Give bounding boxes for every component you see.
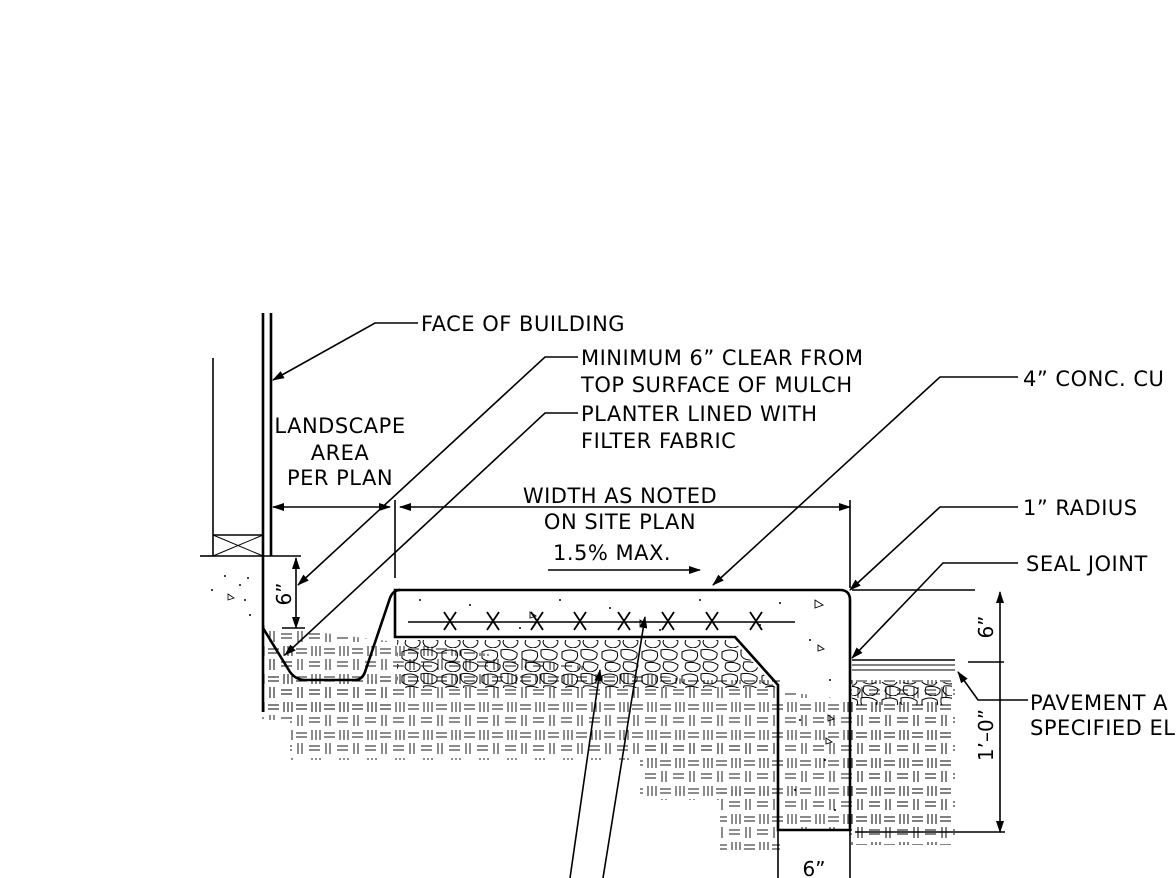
label-top-surface: TOP SURFACE OF MULCH (580, 373, 853, 397)
fabric-x-mark (661, 611, 675, 631)
label-area: AREA (311, 441, 370, 465)
dim-left-depth: 6” (272, 582, 296, 605)
dimension-labels: 6” 6” 1’–0” 6” (272, 582, 998, 878)
label-slope: 1.5% MAX. (553, 541, 671, 565)
label-planter-lined: PLANTER LINED WITH (581, 402, 818, 426)
dim-right-lower: 1’–0” (974, 709, 998, 761)
label-landscape: LANDSCAPE (274, 414, 405, 438)
fabric-x-mark (705, 611, 719, 631)
label-seal-joint: SEAL JOINT (1026, 552, 1148, 576)
fabric-x-mark (530, 611, 544, 631)
gravel-layer (397, 640, 952, 705)
pavement (852, 589, 975, 671)
building-wall (200, 313, 301, 712)
label-pavement: PAVEMENT A (1030, 691, 1168, 715)
fabric-x-mark (749, 611, 763, 631)
label-minimum-clear: MINIMUM 6” CLEAR FROM (581, 346, 864, 370)
label-on-site-plan: ON SITE PLAN (544, 510, 696, 534)
label-conc-curb: 4” CONC. CU (1023, 367, 1164, 391)
bottom-width-dimension (777, 830, 851, 878)
label-face-of-building: FACE OF BUILDING (421, 312, 625, 336)
label-radius: 1” RADIUS (1023, 496, 1138, 520)
width-dimension (272, 500, 851, 588)
fabric-x-mark (443, 611, 457, 631)
ground-speckle (211, 575, 251, 616)
annotation-labels: FACE OF BUILDING MINIMUM 6” CLEAR FROM T… (274, 312, 1175, 740)
fabric-x-mark (617, 611, 631, 631)
fabric-x-mark (573, 611, 587, 631)
right-dimension (855, 591, 1005, 833)
planter-trench (261, 588, 401, 682)
label-filter-fabric: FILTER FABRIC (581, 429, 736, 453)
label-width-as-noted: WIDTH AS NOTED (523, 484, 717, 508)
label-specified-el: SPECIFIED EL (1030, 716, 1175, 740)
label-per-plan: PER PLAN (287, 466, 393, 490)
fabric-x-mark (486, 611, 500, 631)
dim-right-upper: 6” (974, 615, 998, 638)
dim-bottom-width: 6” (802, 857, 825, 878)
leaders (272, 322, 1028, 878)
left-depth-dimension (282, 557, 305, 629)
fabric-x-marks (443, 611, 763, 631)
